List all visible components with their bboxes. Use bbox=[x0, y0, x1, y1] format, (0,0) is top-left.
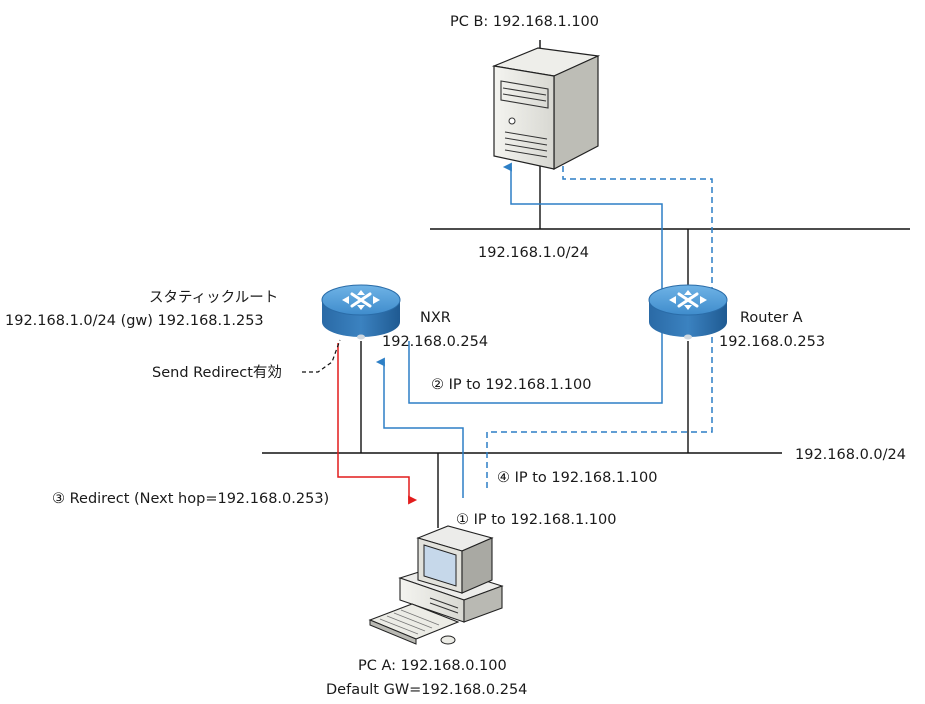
network-lines bbox=[262, 40, 910, 528]
lower-subnet-label: 192.168.0.0/24 bbox=[795, 447, 906, 463]
router-a-icon[interactable] bbox=[648, 284, 728, 340]
send-redirect-label: Send Redirect有効 bbox=[152, 364, 282, 381]
pc-b-label: PC B: 192.168.1.100 bbox=[450, 14, 599, 30]
pc-a-gateway: Default GW=192.168.0.254 bbox=[326, 682, 527, 698]
step3-label: ③ Redirect (Next hop=192.168.0.253) bbox=[52, 491, 329, 507]
pc-b-server-icon[interactable] bbox=[491, 47, 601, 170]
static-route-title: スタティックルート bbox=[149, 289, 278, 306]
step2-path bbox=[408, 162, 663, 404]
nxr-name: NXR bbox=[420, 310, 451, 326]
step1-path bbox=[375, 357, 464, 498]
router-a-ip: 192.168.0.253 bbox=[719, 334, 825, 350]
router-a-name: Router A bbox=[740, 310, 803, 326]
pc-a-desktop-icon[interactable] bbox=[368, 525, 504, 645]
upper-subnet-label: 192.168.1.0/24 bbox=[478, 245, 589, 261]
step3-path bbox=[337, 343, 418, 505]
send-redirect-leader bbox=[302, 339, 341, 373]
static-route-entry: 192.168.1.0/24 (gw) 192.168.1.253 bbox=[5, 313, 264, 329]
pc-a-label: PC A: 192.168.0.100 bbox=[358, 658, 507, 674]
step2-label: ② IP to 192.168.1.100 bbox=[431, 377, 591, 393]
nxr-router-icon[interactable] bbox=[321, 284, 401, 340]
step1-label: ① IP to 192.168.1.100 bbox=[456, 512, 616, 528]
nxr-ip: 192.168.0.254 bbox=[382, 334, 488, 350]
step4-label: ④ IP to 192.168.1.100 bbox=[497, 470, 657, 486]
